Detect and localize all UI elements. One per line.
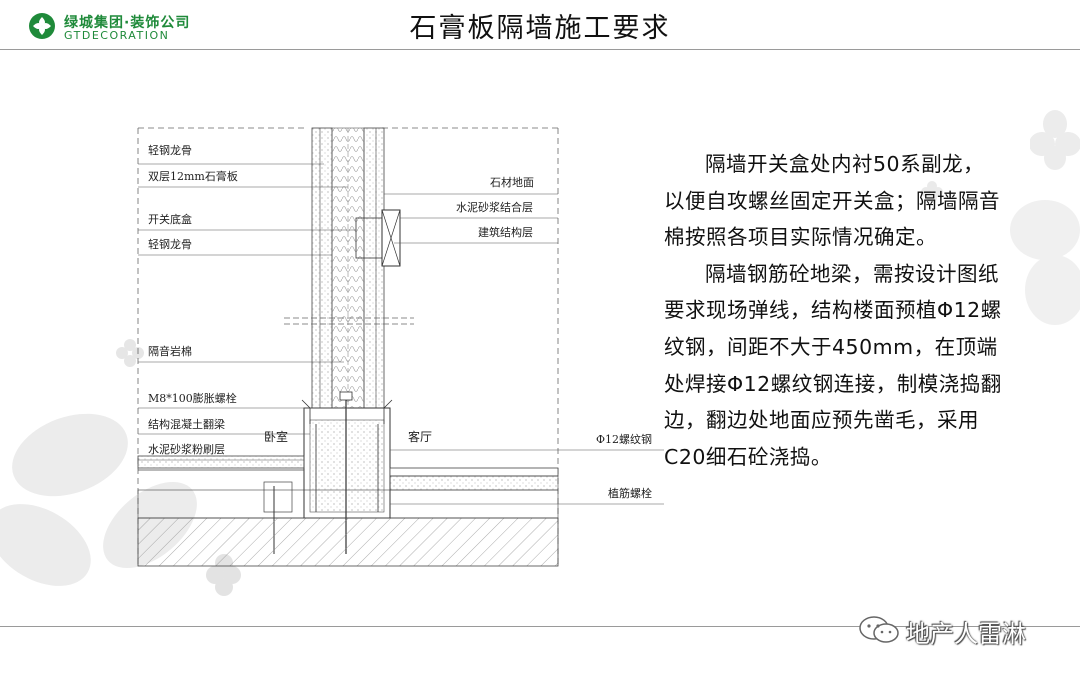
label-double-gypsum-board: 双层12mm石膏板 <box>148 170 238 183</box>
label-bedroom: 卧室 <box>264 430 289 444</box>
description-paragraph-1: 隔墙开关盒处内衬50系副龙，以便自攻螺丝固定开关盒；隔墙隔音棉按照各项目实际情况… <box>664 152 1000 250</box>
logo-english-name: GTDECORATION <box>64 29 170 42</box>
page-title: 石膏板隔墙施工要求 <box>409 13 671 44</box>
construction-description: 隔墙开关盒处内衬50系副龙，以便自攻螺丝固定开关盒；隔墙隔音棉按照各项目实际情况… <box>664 146 1004 475</box>
flower-decoration-icon <box>1030 110 1080 170</box>
label-building-structure-layer: 建筑结构层 <box>478 226 533 239</box>
label-stone-floor: 石材地面 <box>490 176 534 189</box>
watermark-text: 地产人雷淋 <box>906 620 1026 648</box>
partition-wall-section-diagram: 轻钢龙骨 双层12mm石膏板 开关底盒 轻钢龙骨 隔音岩棉 M8*100膨胀螺栓… <box>134 124 674 574</box>
footer-divider <box>0 626 1080 627</box>
logo-chinese-name: 绿城集团·装饰公司 <box>64 15 191 31</box>
label-anchor-bolt: 植筋螺栓 <box>608 487 652 500</box>
clover-logo-icon <box>29 13 55 39</box>
label-switch-box: 开关底盒 <box>148 213 192 226</box>
company-logo: 绿城集团·装饰公司 GTDECORATION <box>28 10 191 44</box>
label-light-steel-keel-2: 轻钢龙骨 <box>148 238 192 251</box>
label-acoustic-rock-wool: 隔音岩棉 <box>148 345 192 358</box>
label-rebar-12: Φ12螺纹钢 <box>596 433 653 446</box>
flower-decoration-icon <box>116 339 144 367</box>
flower-decoration-icon <box>921 181 943 203</box>
label-mortar-bond-layer: 水泥砂浆结合层 <box>456 201 533 214</box>
flower-decoration-icon <box>1010 200 1080 325</box>
label-expansion-bolt: M8*100膨胀螺栓 <box>148 392 237 405</box>
label-mortar-plaster-layer: 水泥砂浆粉刷层 <box>148 443 225 456</box>
label-concrete-curb-beam: 结构混凝土翻梁 <box>148 418 225 431</box>
section-drawing <box>137 127 664 567</box>
slide-header: 绿城集团·装饰公司 GTDECORATION 石膏板隔墙施工要求 <box>0 0 1080 52</box>
description-paragraph-2: 隔墙钢筋砼地梁，需按设计图纸要求现场弹线，结构楼面预植Φ12螺纹钢，间距不大于4… <box>664 261 1002 469</box>
wechat-icon <box>859 616 899 643</box>
header-divider <box>0 49 1080 50</box>
label-living-room: 客厅 <box>408 430 433 444</box>
label-light-steel-keel: 轻钢龙骨 <box>148 144 192 157</box>
flower-decoration-icon <box>0 413 241 596</box>
